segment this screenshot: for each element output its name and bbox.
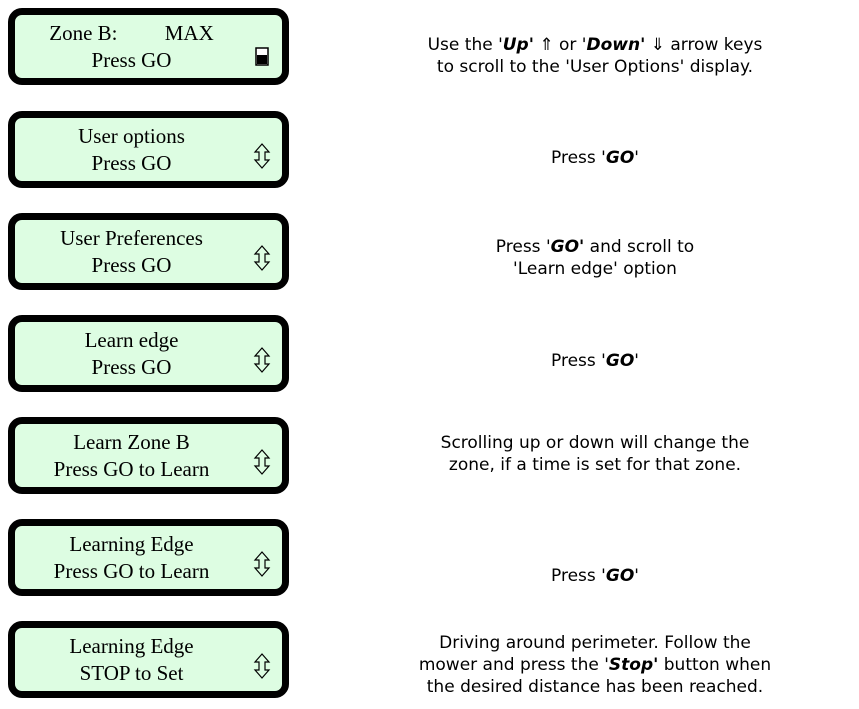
step-description-6: Press 'GO' (345, 565, 845, 587)
lcd-display-4: Learn edge Press GO (8, 315, 289, 392)
step-description-2: Press 'GO' (345, 147, 845, 169)
instruction-text: Driving around perimeter. Follow the (439, 633, 751, 653)
instruction-text: and scroll to (584, 237, 695, 257)
lcd-line-1: User Preferences (60, 226, 203, 250)
key-name: Up' (502, 35, 534, 55)
instruction-text: ' (634, 148, 639, 168)
step-description-3: Press 'GO' and scroll to'Learn edge' opt… (345, 236, 845, 280)
instruction-text: button when (658, 655, 772, 675)
scroll-updown-icon (253, 143, 271, 169)
lcd-line-2: Press GO to Learn (53, 457, 210, 481)
instruction-text: ⇑ or ' (533, 35, 587, 55)
lcd-display-7: Learning Edge STOP to Set (8, 621, 289, 698)
instruction-text: zone, if a time is set for that zone. (448, 455, 742, 475)
instruction-text: Press ' (551, 566, 606, 586)
lcd-display-1: Zone B: MAX Press GO (8, 8, 289, 85)
instruction-text: ⇓ arrow keys (645, 35, 763, 55)
instruction-line: Press 'GO' and scroll to (345, 236, 845, 258)
key-name: GO (605, 351, 635, 371)
instruction-text: ' (634, 351, 639, 371)
instruction-line: Press 'GO' (345, 350, 845, 372)
lcd-line-1: Learn edge (84, 328, 179, 352)
scroll-updown-icon (253, 245, 271, 271)
scroll-updown-icon (253, 653, 271, 679)
scroll-updown-icon (253, 347, 271, 373)
instruction-text: ' (634, 566, 639, 586)
key-name: Stop' (608, 655, 659, 675)
instruction-line: 'Learn edge' option (345, 258, 845, 280)
lcd-line-2: Press GO to Learn (53, 559, 210, 583)
scroll-updown-icon (253, 449, 271, 475)
instruction-text: Use the ' (427, 35, 503, 55)
instruction-line: Use the 'Up' ⇑ or 'Down' ⇓ arrow keys (345, 34, 845, 56)
lcd-line-1: Learning Edge (69, 532, 194, 556)
instruction-text: Press ' (551, 148, 606, 168)
battery-icon (255, 47, 269, 66)
lcd-display-5: Learn Zone B Press GO to Learn (8, 417, 289, 494)
lcd-line-2: Press GO (91, 253, 172, 277)
key-name: GO (605, 566, 635, 586)
lcd-line-1: Learning Edge (69, 634, 194, 658)
instruction-text: to scroll to the 'User Options' display. (436, 57, 754, 77)
instruction-line: mower and press the 'Stop' button when (345, 654, 845, 676)
instruction-text: Press ' (551, 351, 606, 371)
instruction-text: Scrolling up or down will change the (440, 433, 750, 453)
lcd-line-1: Zone B: MAX (49, 21, 214, 45)
instruction-text: mower and press the ' (418, 655, 609, 675)
lcd-line-2: Press GO (91, 355, 172, 379)
key-name: Down' (586, 35, 646, 55)
key-name: GO' (550, 237, 585, 257)
key-name: GO (605, 148, 635, 168)
lcd-line-1: User options (78, 124, 185, 148)
lcd-line-1: Learn Zone B (73, 430, 190, 454)
instruction-text: the desired distance has been reached. (426, 677, 764, 697)
instruction-line: the desired distance has been reached. (345, 676, 845, 698)
lcd-line-2: Press GO (91, 48, 172, 72)
instruction-line: Press 'GO' (345, 565, 845, 587)
lcd-display-2: User options Press GO (8, 111, 289, 188)
instruction-line: Press 'GO' (345, 147, 845, 169)
lcd-line-2: STOP to Set (79, 661, 184, 685)
instruction-line: Scrolling up or down will change the (345, 432, 845, 454)
instruction-line: zone, if a time is set for that zone. (345, 454, 845, 476)
lcd-line-2: Press GO (91, 151, 172, 175)
instruction-text: Press ' (495, 237, 551, 257)
lcd-display-3: User Preferences Press GO (8, 213, 289, 290)
lcd-display-6: Learning Edge Press GO to Learn (8, 519, 289, 596)
instruction-line: Driving around perimeter. Follow the (345, 632, 845, 654)
instruction-line: to scroll to the 'User Options' display. (345, 56, 845, 78)
scroll-updown-icon (253, 551, 271, 577)
step-description-4: Press 'GO' (345, 350, 845, 372)
instruction-text: 'Learn edge' option (513, 259, 677, 279)
